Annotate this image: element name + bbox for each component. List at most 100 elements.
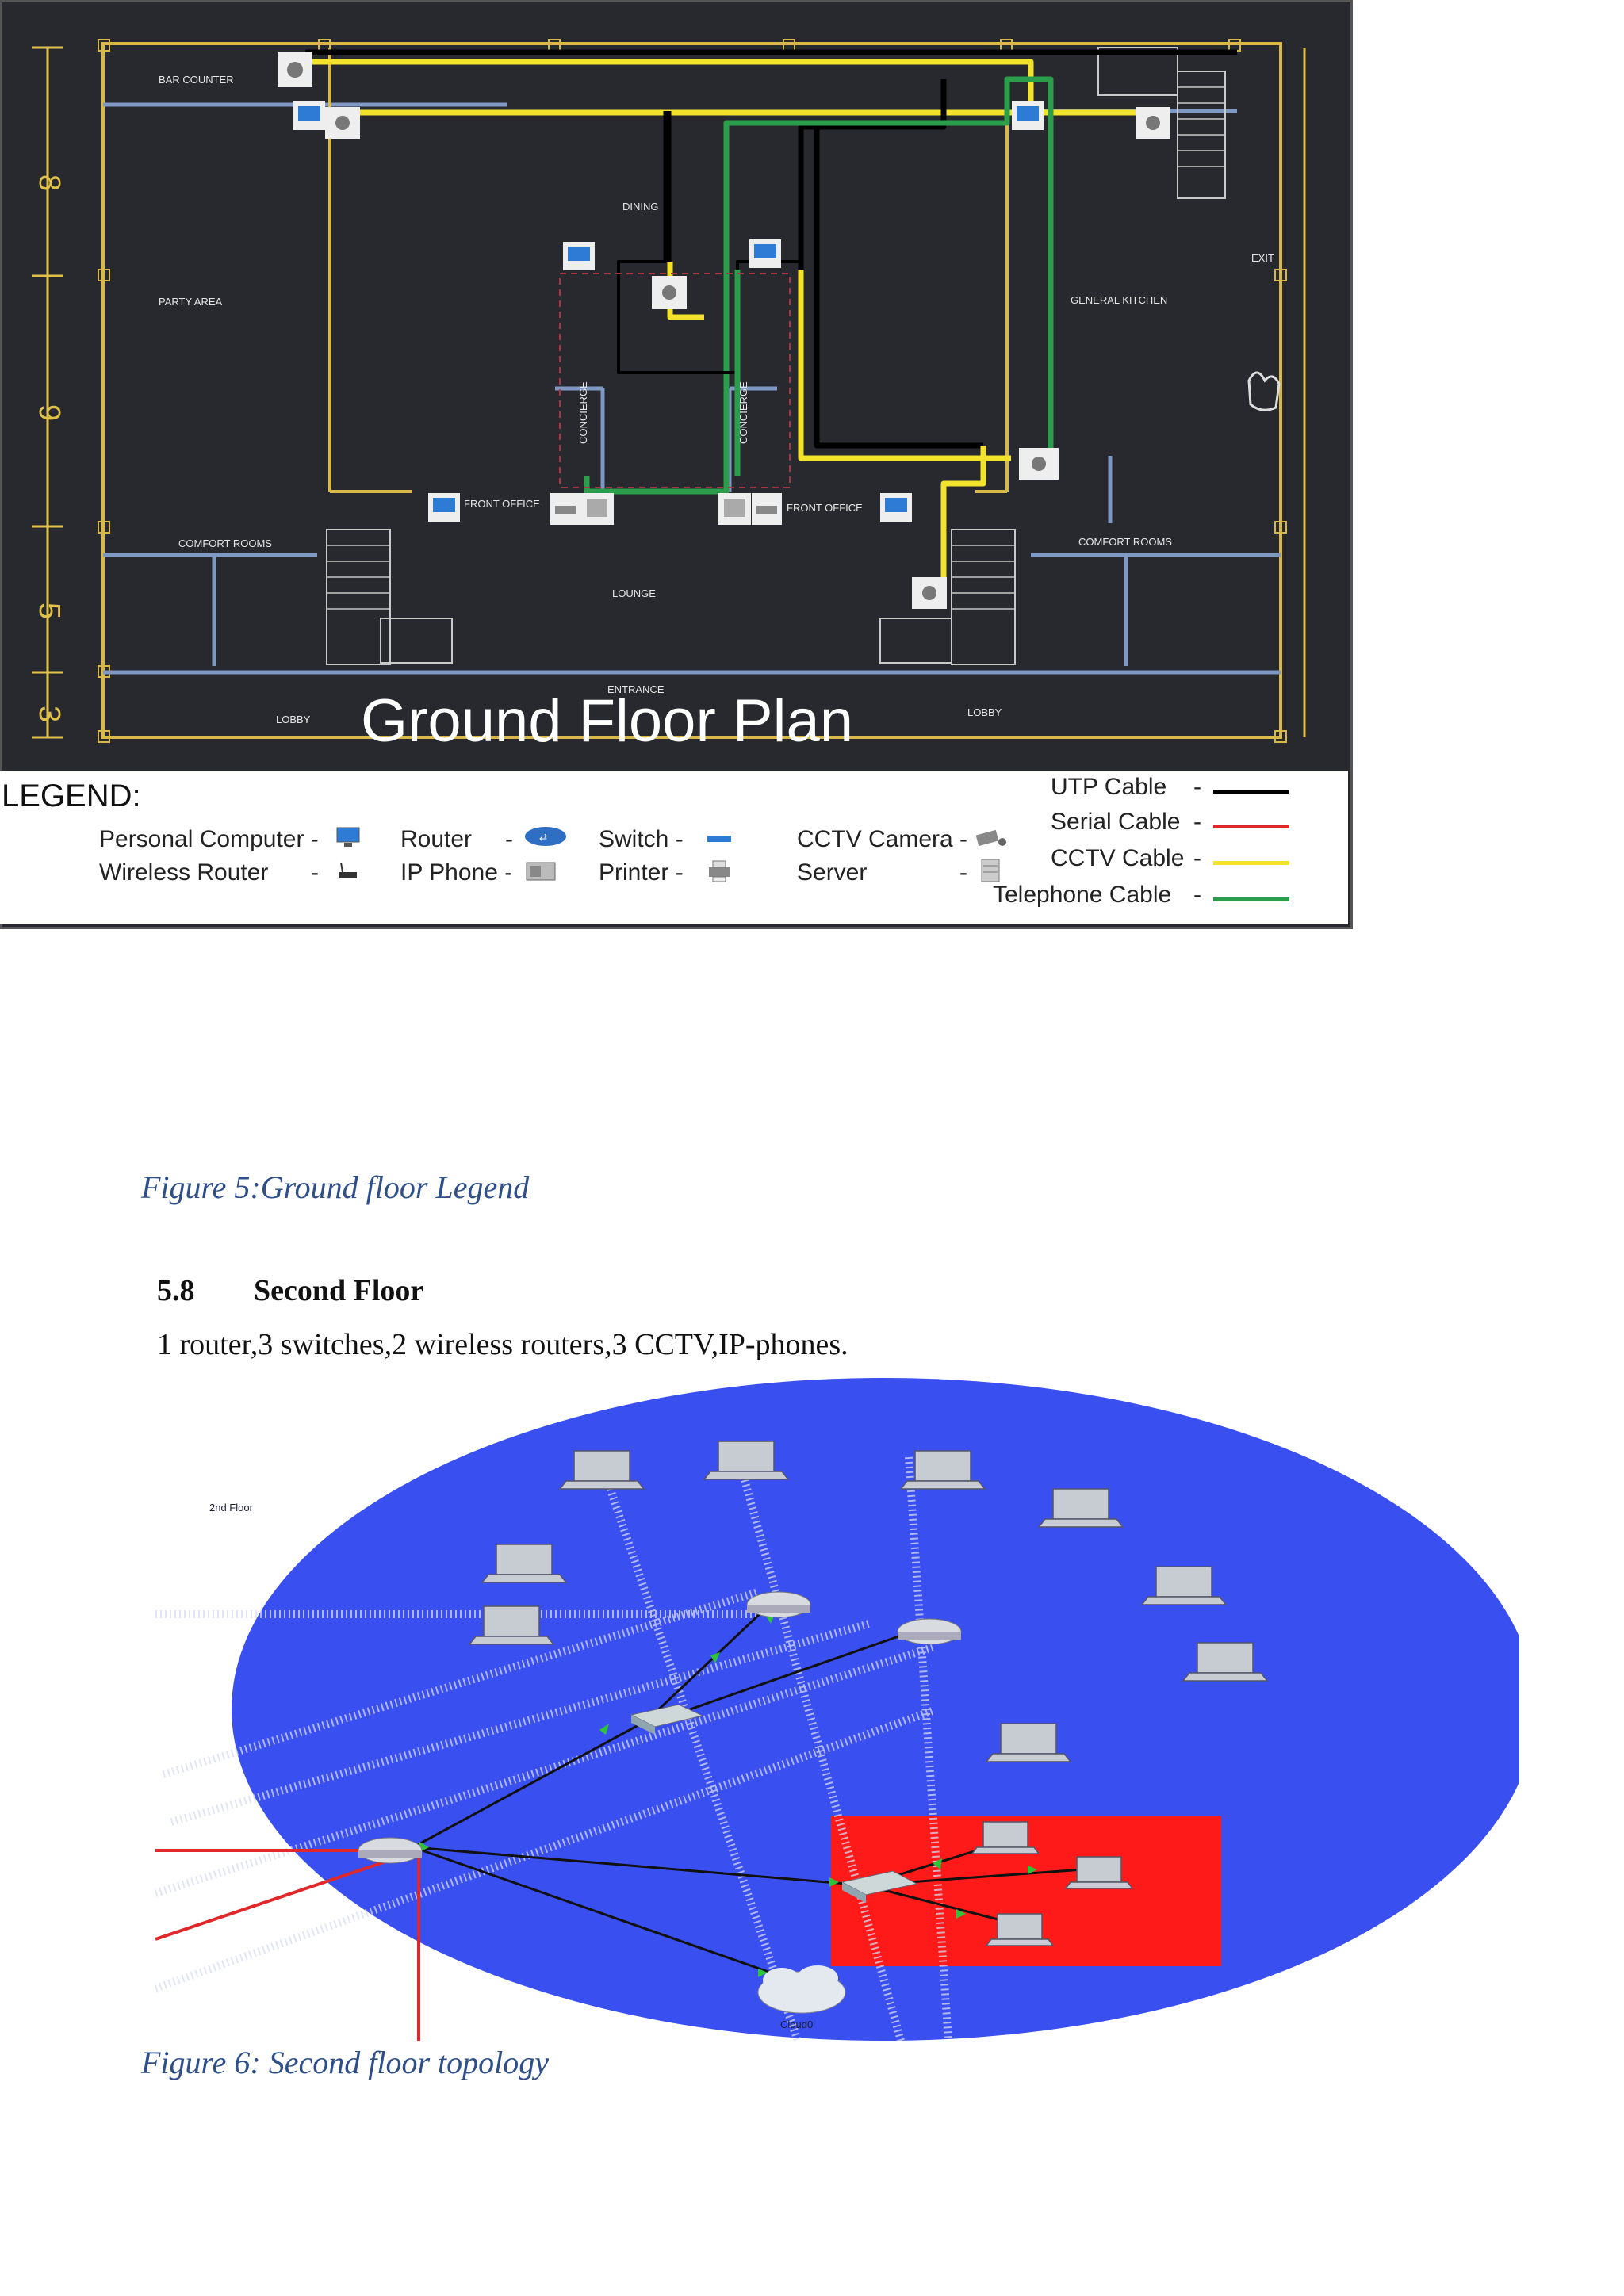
laptop-icon — [1037, 1488, 1124, 1528]
figure-5-caption: Figure 5:Ground floor Legend — [141, 1169, 530, 1205]
printer-icon — [752, 493, 782, 525]
laptop-icon — [1140, 1566, 1228, 1605]
room-label-bar-counter: BAR COUNTER — [159, 74, 234, 86]
legend-label-server: Server — [797, 859, 868, 886]
room-label-comfort-rooms: COMFORT ROOMS — [1078, 536, 1172, 548]
computer-icon — [293, 101, 325, 130]
cctv-camera-icon — [1019, 448, 1059, 480]
printer-icon — [706, 859, 733, 882]
cloud-label: Cloud0 — [780, 2019, 813, 2030]
laptop-icon — [481, 1544, 568, 1583]
computer-icon — [335, 826, 362, 847]
laptop-icon — [985, 1723, 1072, 1762]
legend-label-switch: Switch - — [599, 826, 684, 852]
legend-label-telephone-cable: Telephone Cable — [993, 882, 1172, 908]
plan-title: Ground Floor Plan — [361, 687, 853, 755]
legend-label-cctv-camera: CCTV Camera - — [797, 826, 968, 852]
legend-title: LEGEND: — [2, 779, 141, 813]
wireless-router-icon — [746, 1591, 811, 1618]
laptop-icon — [971, 1821, 1040, 1854]
room-label-lobby: LOBBY — [967, 706, 1002, 718]
laptop-icon — [1064, 1856, 1134, 1889]
legend-label-ip-phone: IP Phone - — [400, 859, 513, 886]
legend: LEGEND: Personal Computer - Wireless Rou… — [0, 771, 1348, 924]
cloud-icon — [757, 1965, 846, 2014]
wireless-router-icon — [335, 861, 362, 882]
room-label-entrance: ENTRANCE — [607, 683, 665, 695]
figure-6-caption: Figure 6: Second floor topology — [141, 2045, 549, 2080]
computer-icon — [563, 242, 595, 270]
switch-icon — [841, 1870, 918, 1903]
cctv-camera-icon — [974, 826, 1010, 847]
laptop-icon — [985, 1913, 1055, 1946]
legend-swatch-serial-cable — [1213, 825, 1289, 828]
room-label-lobby: LOBBY — [276, 714, 311, 725]
svg-text:⇄: ⇄ — [539, 832, 547, 843]
legend-dash: - — [311, 859, 319, 886]
legend-swatch-telephone-cable — [1213, 897, 1289, 901]
room-label-general-kitchen: GENERAL KITCHEN — [1071, 294, 1167, 306]
cctv-camera-icon — [912, 577, 947, 609]
server-icon — [977, 858, 1004, 882]
computer-icon — [1012, 101, 1044, 130]
stairs — [326, 47, 1226, 665]
floor-label: 2nd Floor — [209, 1502, 254, 1513]
laptop-icon — [899, 1450, 986, 1490]
room-label-comfort-rooms: COMFORT ROOMS — [178, 538, 272, 549]
device-icons — [278, 52, 1281, 609]
room-label-exit: EXIT — [1251, 252, 1274, 264]
ip-phone-icon — [718, 493, 751, 525]
room-label-front-office: FRONT OFFICE — [787, 502, 863, 514]
legend-label-cctv-cable: CCTV Cable — [1051, 845, 1185, 871]
room-label-party-area: PARTY AREA — [159, 296, 223, 308]
legend-dash: - — [1193, 774, 1201, 800]
legend-label-wireless-router: Wireless Router — [99, 859, 269, 886]
laptop-icon — [468, 1605, 555, 1645]
router-icon: ⇄ — [523, 825, 568, 846]
legend-dash: - — [1193, 809, 1201, 835]
room-label-concierge: CONCIERGE — [577, 381, 589, 444]
hand-cursor-icon — [1247, 371, 1281, 411]
router-icon — [358, 1837, 423, 1864]
legend-label-utp-cable: UTP Cable — [1051, 774, 1167, 800]
legend-swatch-cctv-cable — [1213, 861, 1289, 865]
ip-phone-icon — [523, 859, 560, 881]
laptop-icon — [1182, 1642, 1269, 1682]
dimension-label: 9 — [33, 404, 66, 421]
cctv-camera-icon — [1136, 107, 1170, 139]
legend-dash: - — [959, 859, 967, 886]
cctv-camera-icon — [652, 276, 687, 309]
printer-icon — [550, 493, 580, 525]
ground-floor-figure: 8 9 5 3 — [0, 0, 1353, 929]
laptop-icons — [468, 1441, 1269, 1946]
room-label-dining: DINING — [622, 201, 659, 212]
legend-dash: - — [1193, 882, 1201, 908]
computer-icon — [428, 493, 460, 522]
cctv-camera-icon — [325, 107, 360, 139]
section-body: 1 router,3 switches,2 wireless routers,3… — [157, 1328, 848, 1361]
laptop-icon — [703, 1441, 790, 1480]
computer-icon — [880, 493, 912, 522]
legend-label-printer: Printer - — [599, 859, 684, 886]
legend-dash: - — [1193, 845, 1201, 871]
switch-icon — [706, 831, 733, 851]
legend-label-personal-computer: Personal Computer - — [99, 826, 319, 852]
wireless-router-icon — [897, 1618, 962, 1645]
room-label-lounge: LOUNGE — [612, 587, 656, 599]
section-title: Second Floor — [254, 1274, 424, 1307]
ip-phone-icon — [580, 493, 614, 525]
legend-swatch-utp-cable — [1213, 790, 1289, 794]
computer-icon — [749, 239, 781, 268]
legend-label-router: Router — [400, 826, 473, 852]
second-floor-topology: 2nd Floor — [155, 1378, 1519, 2041]
laptop-icon — [558, 1450, 645, 1490]
cctv-camera-icon — [278, 52, 312, 87]
legend-label-serial-cable: Serial Cable — [1051, 809, 1181, 835]
room-label-front-office: FRONT OFFICE — [464, 498, 540, 510]
dimension-label: 5 — [33, 603, 66, 619]
section-number: 5.8 — [157, 1274, 195, 1307]
ground-floor-plan: 8 9 5 3 — [32, 39, 1306, 755]
topology-links — [412, 1610, 1084, 1978]
dimension-label: 8 — [33, 174, 66, 191]
legend-dash: - — [505, 826, 513, 852]
